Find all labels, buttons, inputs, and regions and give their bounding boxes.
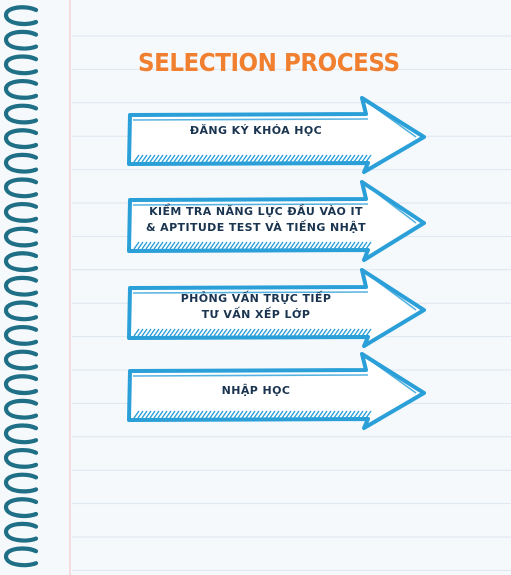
- spiral-ring-icon: [3, 521, 39, 543]
- spiral-ring-icon: [3, 447, 39, 469]
- step-label-line: KIỂM TRA NĂNG LỰC ĐẦU VÀO IT: [149, 205, 363, 218]
- arrow-shape-icon: [127, 352, 426, 430]
- arrow-outline: [127, 352, 426, 430]
- arrow-sketch-line: [132, 187, 417, 224]
- spiral-ring-icon: [3, 349, 39, 371]
- spiral-binding: [3, 5, 39, 568]
- spiral-ring-icon: [3, 103, 39, 125]
- page-title: SELECTION PROCESS: [138, 48, 400, 77]
- spiral-ring-icon: [3, 398, 39, 420]
- spiral-ring-icon: [3, 128, 39, 150]
- arrow-sketch-line: [132, 103, 417, 138]
- step-label: KIỂM TRA NĂNG LỰC ĐẦU VÀO IT & APTITUDE …: [132, 204, 380, 236]
- step-label-line: ĐĂNG KÝ KHÓA HỌC: [189, 124, 323, 137]
- step-label: ĐĂNG KÝ KHÓA HỌC: [132, 123, 380, 139]
- spiral-ring-icon: [3, 374, 39, 396]
- arrow-sketch-line: [132, 275, 417, 311]
- step-label: NHẬP HỌC: [132, 383, 380, 399]
- spiral-ring-icon: [3, 324, 39, 346]
- step-label: PHỎNG VẤN TRỰC TIẾP TƯ VẤN XẾP LỚP: [132, 291, 380, 323]
- arrow-outline: [127, 268, 426, 348]
- step-arrow-enrollment: NHẬP HỌC: [124, 350, 430, 432]
- step-label-line: NHẬP HỌC: [221, 384, 291, 397]
- step-label-line: & APTITUDE TEST VÀ TIẾNG NHẬT: [145, 221, 367, 234]
- spiral-ring-icon: [3, 546, 39, 568]
- spiral-ring-icon: [3, 177, 39, 199]
- spiral-ring-icon: [3, 423, 39, 445]
- arrow-shape-icon: [127, 96, 426, 174]
- arrow-sketch-line: [132, 359, 417, 394]
- step-arrow-register: ĐĂNG KÝ KHÓA HỌC: [124, 94, 430, 176]
- step-label-line: TƯ VẤN XẾP LỚP: [201, 308, 311, 321]
- spiral-ring-icon: [3, 226, 39, 248]
- arrow-outline: [127, 180, 426, 262]
- step-arrow-interview: PHỎNG VẤN TRỰC TIẾP TƯ VẤN XẾP LỚP: [124, 266, 430, 350]
- spiral-ring-icon: [3, 78, 39, 100]
- spiral-ring-icon: [3, 201, 39, 223]
- spiral-ring-icon: [3, 29, 39, 51]
- step-label-line: PHỎNG VẤN TRỰC TIẾP: [180, 292, 332, 305]
- arrow-shape-icon: [127, 268, 426, 348]
- spiral-ring-icon: [3, 251, 39, 273]
- spiral-ring-icon: [3, 497, 39, 519]
- spiral-ring-icon: [3, 54, 39, 76]
- arrow-shape-icon: [127, 180, 426, 262]
- step-arrow-entrance-test: KIỂM TRA NĂNG LỰC ĐẦU VÀO IT & APTITUDE …: [124, 178, 430, 264]
- arrow-hatching: [133, 410, 372, 419]
- spiral-ring-icon: [3, 152, 39, 174]
- spiral-ring-icon: [3, 5, 39, 27]
- arrow-outline: [127, 96, 426, 174]
- arrow-hatching: [133, 154, 372, 163]
- spiral-ring-icon: [3, 275, 39, 297]
- spiral-ring-icon: [3, 300, 39, 322]
- spiral-ring-icon: [3, 472, 39, 494]
- arrow-hatching: [133, 241, 372, 250]
- arrow-hatching: [133, 328, 372, 337]
